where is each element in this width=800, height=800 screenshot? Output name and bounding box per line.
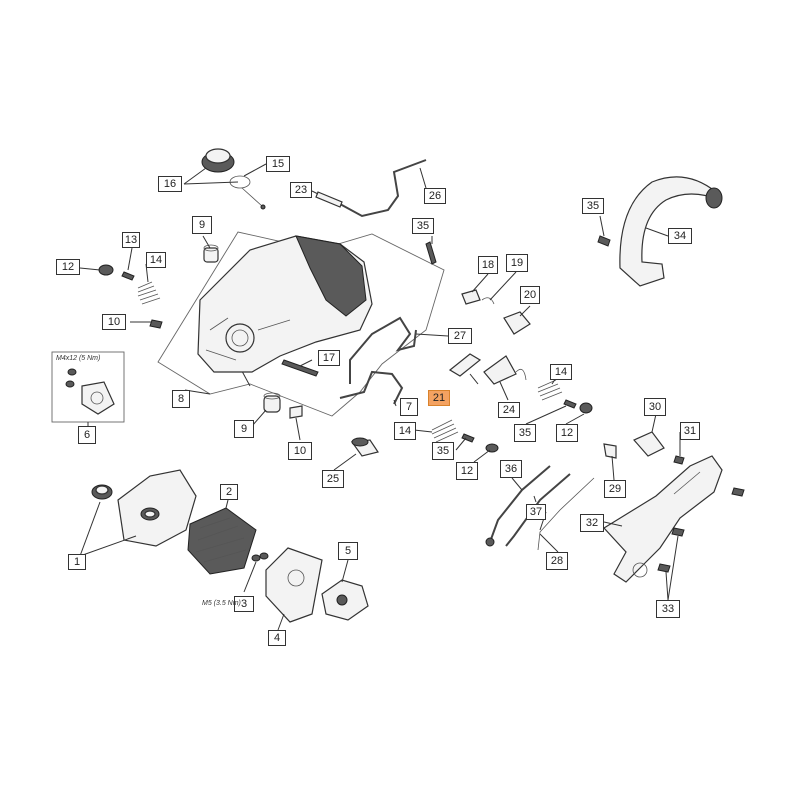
callout-12-left: 12 bbox=[56, 259, 80, 275]
carb-flange bbox=[65, 368, 115, 415]
spring-center bbox=[431, 419, 459, 443]
air-filter-cover bbox=[91, 469, 197, 547]
callout-9-top: 9 bbox=[192, 216, 212, 234]
callout-25: 25 bbox=[322, 470, 344, 488]
callout-6: 7 bbox=[400, 398, 418, 416]
callout-8: 8 bbox=[172, 390, 190, 408]
callout-30: 30 bbox=[644, 398, 666, 416]
callout-34: 34 bbox=[668, 228, 692, 244]
callout-16: 16 bbox=[158, 176, 182, 192]
callout-35-housing: 35 bbox=[412, 218, 434, 234]
callout-12-right: 12 bbox=[556, 424, 578, 442]
cable-36 bbox=[489, 465, 551, 543]
throttle-rod bbox=[339, 159, 427, 218]
damper-top bbox=[203, 244, 219, 263]
callout-4: 4 bbox=[268, 630, 286, 646]
bolt-size-note-bottom: M5 (3.5 Nm) bbox=[202, 600, 241, 607]
callout-14-center: 14 bbox=[394, 422, 416, 440]
callout-27: 27 bbox=[448, 328, 472, 344]
damper-bottom bbox=[263, 395, 281, 413]
callout-20: 20 bbox=[520, 286, 540, 304]
callout-37: 37 bbox=[526, 504, 546, 520]
callout-28: 28 bbox=[546, 552, 568, 570]
callout-14-left: 14 bbox=[146, 252, 166, 268]
callout-11: 10 bbox=[102, 314, 126, 330]
callout-1: 1 bbox=[68, 554, 86, 570]
callout-14-right: 14 bbox=[550, 364, 572, 380]
callout-7: 6 bbox=[78, 426, 96, 444]
trigger-assembly bbox=[448, 289, 531, 385]
callout-12-center: 12 bbox=[456, 462, 478, 480]
callout-36: 36 bbox=[500, 460, 522, 478]
callout-31: 31 bbox=[680, 422, 700, 440]
grommet-25 bbox=[350, 437, 379, 457]
callout-9-bottom: 9 bbox=[234, 420, 254, 438]
callout-35-handle: 35 bbox=[582, 198, 604, 214]
bolt-size-note-top: M4x12 (5 Nm) bbox=[56, 355, 101, 362]
air-filter bbox=[187, 507, 257, 575]
part-29 bbox=[603, 443, 617, 459]
fuel-cap bbox=[201, 148, 266, 210]
callout-33: 33 bbox=[656, 600, 680, 618]
callout-13: 13 bbox=[122, 232, 140, 248]
callout-15: 15 bbox=[266, 156, 290, 172]
callout-29: 29 bbox=[604, 480, 626, 498]
cable-28 bbox=[537, 477, 595, 551]
part-30 bbox=[633, 431, 665, 457]
callout-21-highlighted: 21 bbox=[428, 390, 450, 406]
callout-23: 24 bbox=[498, 402, 520, 418]
callout-35-right: 35 bbox=[514, 424, 536, 442]
callout-32: 32 bbox=[580, 514, 604, 532]
callout-5: 5 bbox=[338, 542, 358, 560]
callout-19: 19 bbox=[506, 254, 528, 272]
callout-17: 17 bbox=[318, 350, 340, 366]
callout-18: 18 bbox=[478, 256, 498, 274]
fuel-tank-body bbox=[197, 235, 373, 373]
rear-handle bbox=[603, 455, 723, 583]
fuel-hose bbox=[349, 316, 417, 384]
carb-plate bbox=[265, 547, 323, 623]
callout-3: 3 bbox=[234, 596, 254, 612]
callout-2: 2 bbox=[220, 484, 238, 500]
callout-35-center: 35 bbox=[432, 442, 454, 460]
callout-10: 10 bbox=[288, 442, 312, 460]
callout-26: 26 bbox=[424, 188, 446, 204]
spring-right bbox=[537, 379, 563, 401]
callout-24: 23 bbox=[290, 182, 312, 198]
carburetor bbox=[321, 579, 369, 621]
